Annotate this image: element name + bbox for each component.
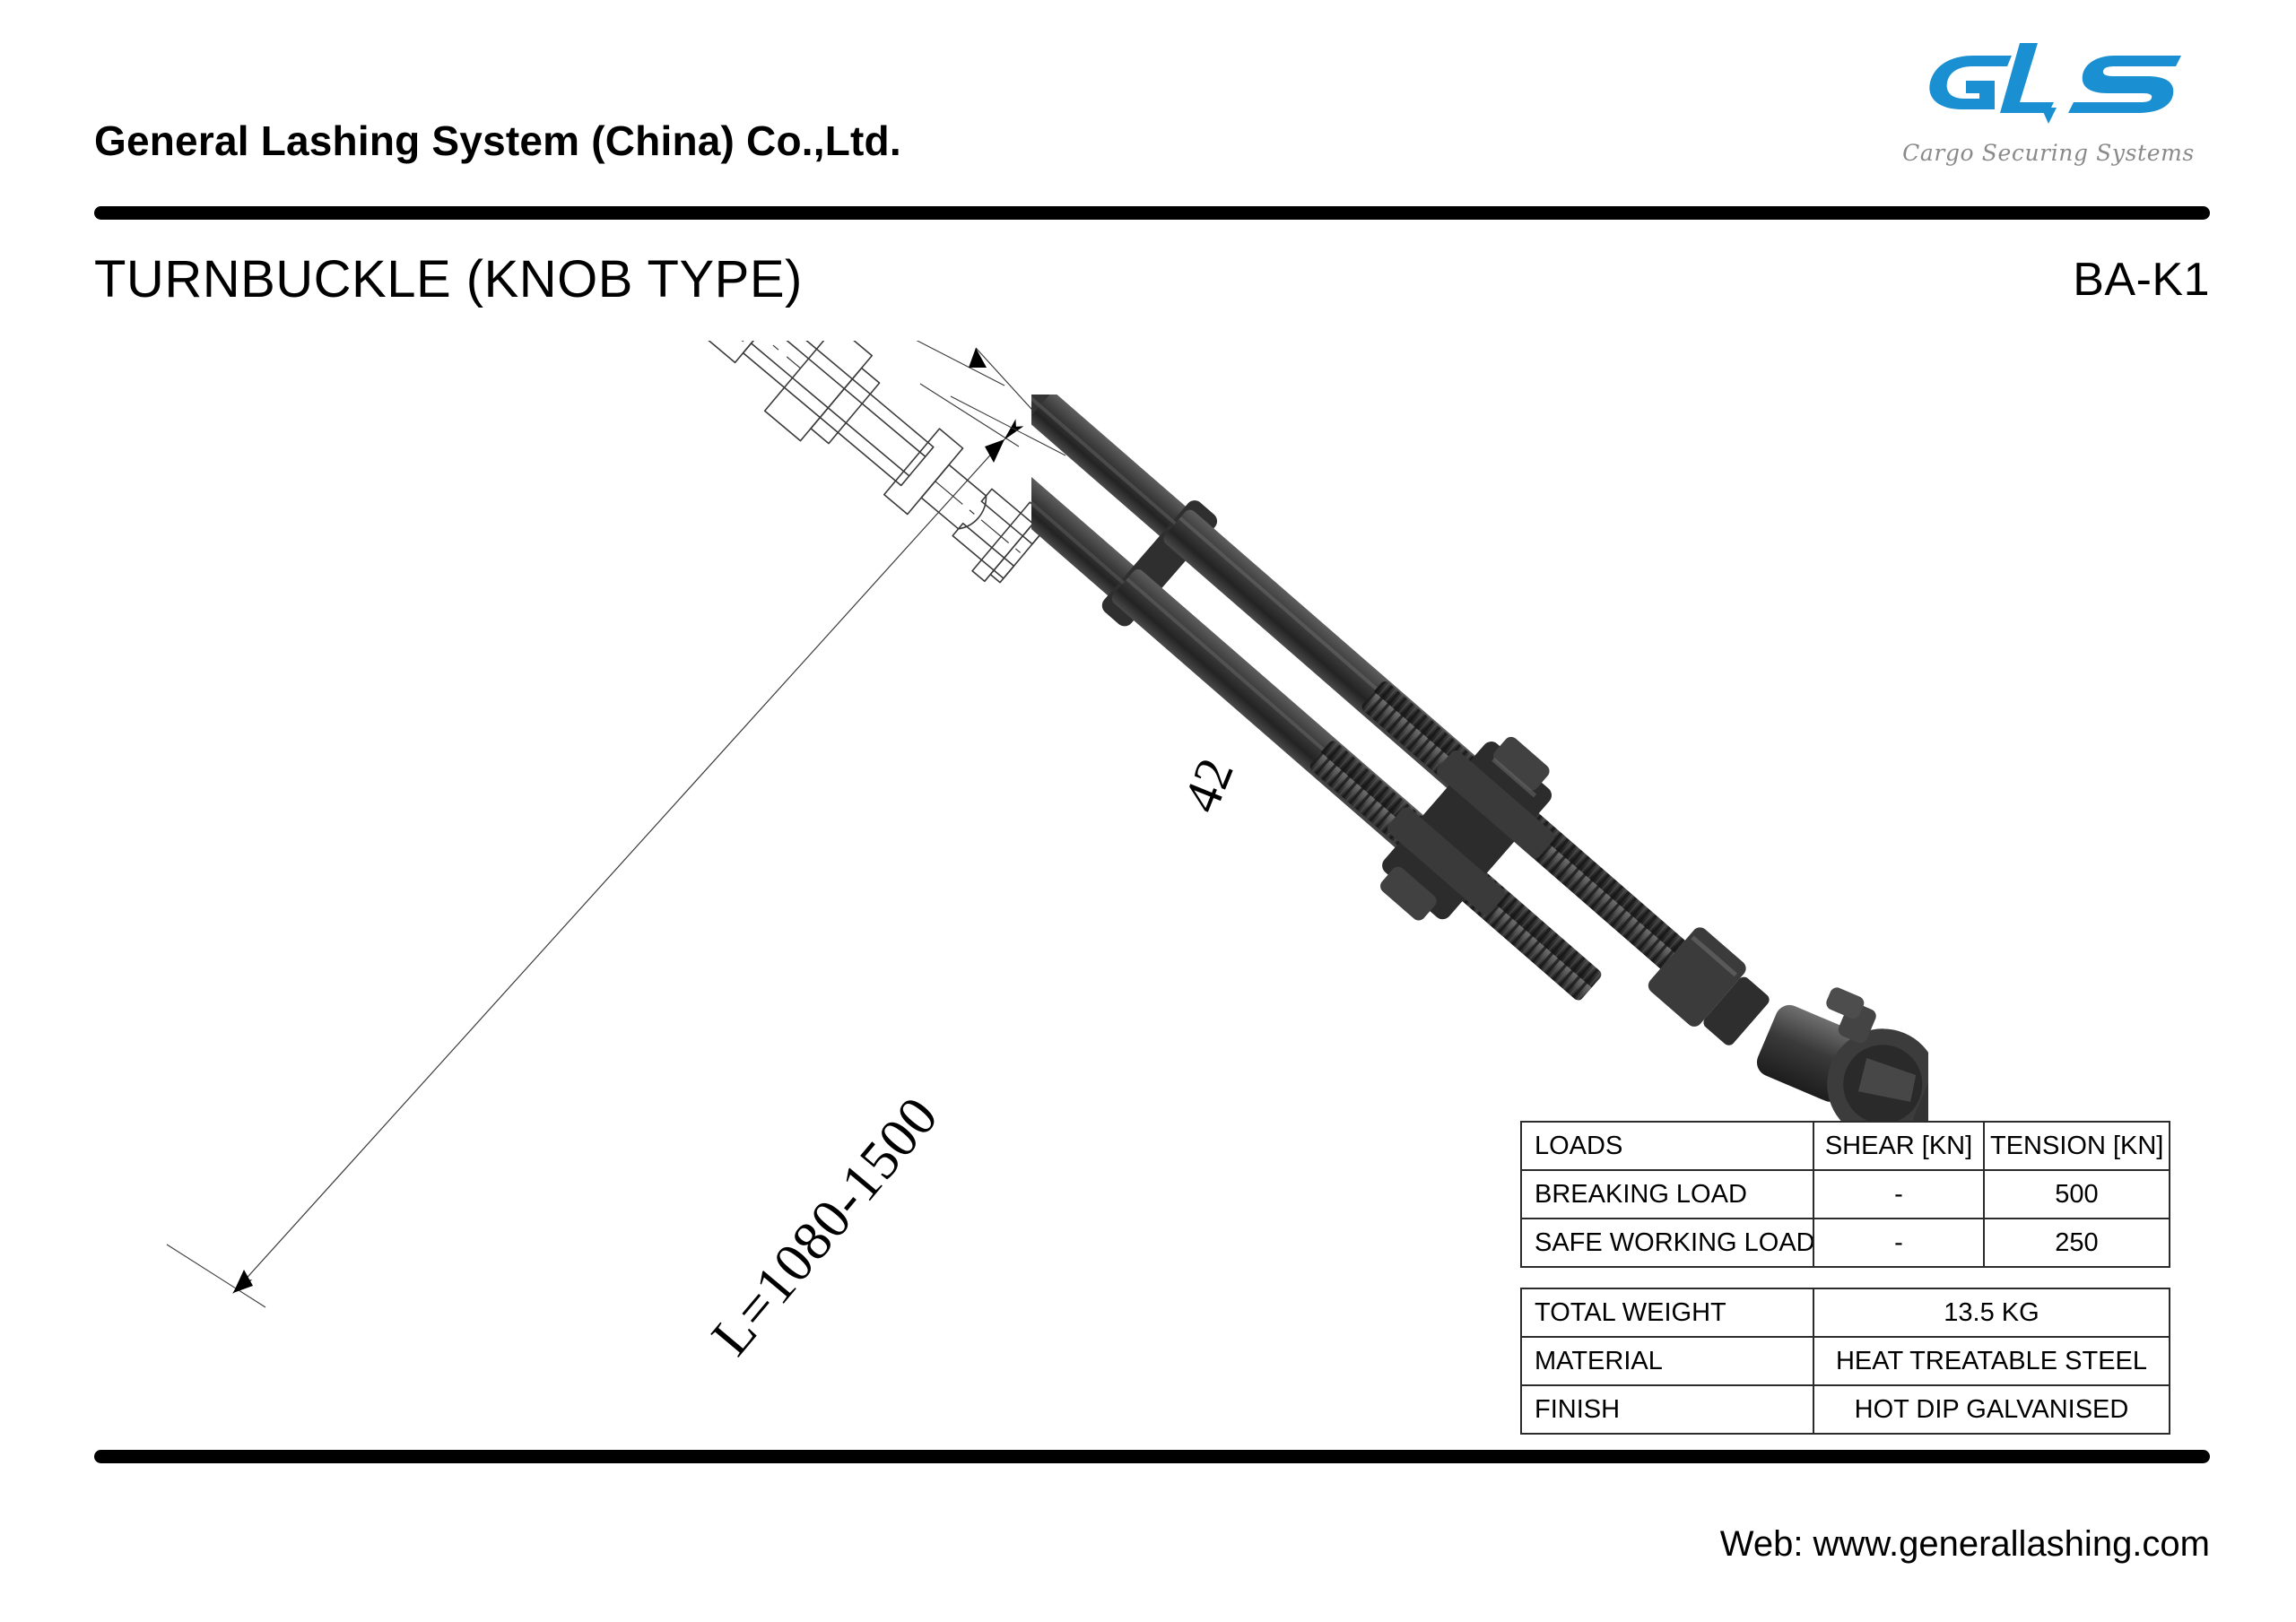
- company-name: General Lashing System (China) Co.,Ltd.: [94, 117, 901, 164]
- gls-logo-icon: [1929, 43, 2181, 124]
- finish-value: HOT DIP GALVANISED: [1813, 1384, 2170, 1435]
- material-value: HEAT TREATABLE STEEL: [1813, 1336, 2170, 1386]
- table-row: TOTAL WEIGHT 13.5 KG: [1520, 1288, 2170, 1338]
- page-title: TURNBUCKLE (KNOB TYPE): [94, 250, 803, 308]
- loads-col-label: LOADS: [1520, 1121, 1814, 1171]
- total-weight-value: 13.5 KG: [1813, 1288, 2170, 1338]
- swl-shear: -: [1813, 1218, 1985, 1268]
- table-row: BREAKING LOAD - 500: [1520, 1169, 2170, 1219]
- loads-col-shear: SHEAR [KN]: [1813, 1121, 1985, 1171]
- logo-tagline: Cargo Securing Systems: [1902, 140, 2195, 166]
- footer-divider-rule: [94, 1450, 2210, 1463]
- product-photo: [1031, 395, 1928, 1291]
- gls-logo: Cargo Securing Systems: [1887, 25, 2210, 186]
- properties-table: TOTAL WEIGHT 13.5 KG MATERIAL HEAT TREAT…: [1520, 1288, 2170, 1435]
- header-divider-rule: [94, 206, 2210, 220]
- turnbuckle-photo-icon: [1031, 395, 1928, 1141]
- product-code: BA-K1: [2073, 254, 2210, 306]
- breaking-load-tension: 500: [1983, 1169, 2170, 1219]
- table-header-row: LOADS SHEAR [KN] TENSION [KN]: [1520, 1121, 2170, 1171]
- website-text: Web: www.generallashing.com: [1719, 1524, 2210, 1564]
- table-row: MATERIAL HEAT TREATABLE STEEL: [1520, 1336, 2170, 1386]
- breaking-load-shear: -: [1813, 1169, 1985, 1219]
- table-row: FINISH HOT DIP GALVANISED: [1520, 1384, 2170, 1435]
- loads-col-tension: TENSION [KN]: [1983, 1121, 2170, 1171]
- breaking-load-label: BREAKING LOAD: [1520, 1169, 1814, 1219]
- material-label: MATERIAL: [1520, 1336, 1814, 1386]
- swl-label: SAFE WORKING LOAD: [1520, 1218, 1814, 1268]
- loads-table: LOADS SHEAR [KN] TENSION [KN] BREAKING L…: [1520, 1121, 2170, 1268]
- finish-label: FINISH: [1520, 1384, 1814, 1435]
- table-row: SAFE WORKING LOAD - 250: [1520, 1218, 2170, 1268]
- total-weight-label: TOTAL WEIGHT: [1520, 1288, 1814, 1338]
- swl-tension: 250: [1983, 1218, 2170, 1268]
